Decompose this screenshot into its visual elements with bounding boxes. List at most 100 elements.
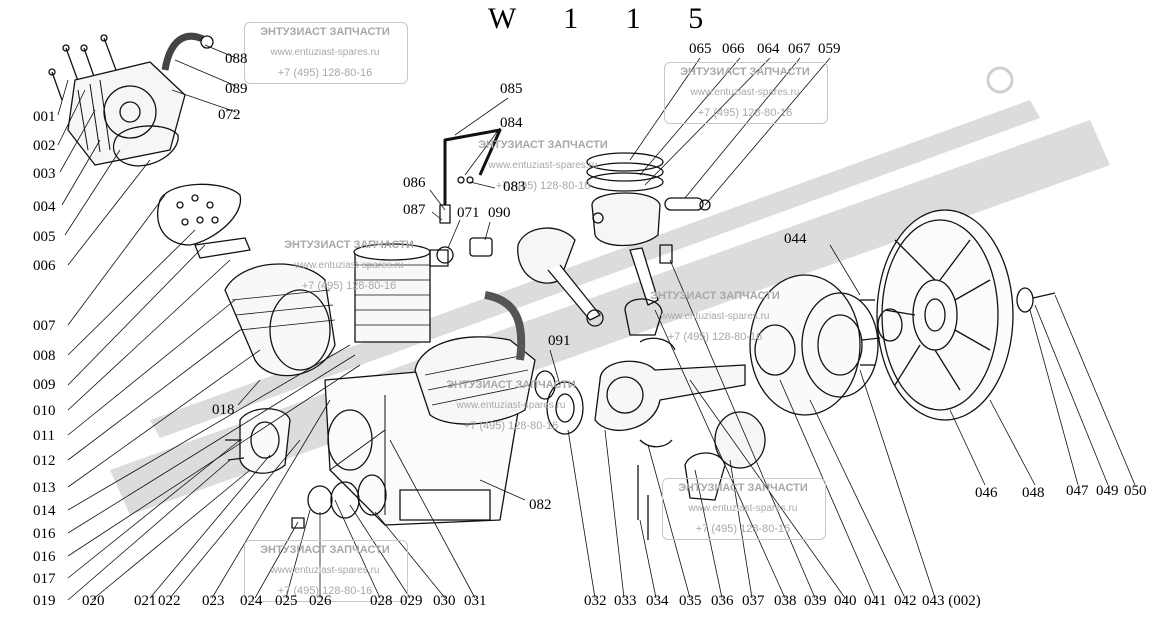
watermark-box-1 [244,22,408,84]
watermark-site: www.entuziast-spares.ru [688,503,798,514]
watermark-company: ЭНТУЗИАСТ ЗАПЧАСТИ [680,66,810,78]
sight-glass [291,465,649,540]
watermark-8: ЭНТУЗИАСТ ЗАПЧАСТИ www.entuziast-spares.… [244,544,406,597]
part-label: 044 [784,231,807,247]
watermark-site: www.entuziast-spares.ru [456,400,566,411]
part-label: 038 [774,593,797,609]
part-label: 089 [225,81,248,97]
left-cylinder [224,263,336,377]
watermark-company: ЭНТУЗИАСТ ЗАПЧАСТИ [260,544,390,556]
crankshaft [594,337,746,448]
watermark-phone: +7 (495) 128-80-16 [695,523,791,535]
cover-bolts [860,299,881,366]
part-label: 003 [33,166,56,182]
bypass-pipe [439,128,502,224]
part-label: 002 [33,138,56,154]
part-label: 019 [33,593,56,609]
part-label: 005 [33,229,56,245]
watermark-phone: +7 (495) 128-80-16 [301,280,397,292]
watermark-phone: +7 (495) 128-80-16 [667,331,763,343]
left-cylinder-head [67,61,186,166]
watermark-6: ЭНТУЗИАСТ ЗАПЧАСТИ www.entuziast-spares.… [430,379,592,432]
bearing-left [534,370,584,435]
part-label: 037 [742,593,765,609]
part-label: 012 [33,453,56,469]
right-cylinder [414,336,536,425]
part-label: 085 [500,81,523,97]
flywheel-washer-bolt [1016,287,1056,313]
watermark-7: ЭНТУЗИАСТ ЗАПЧАСТИ www.entuziast-spares.… [662,482,824,535]
part-label: 033 [614,593,637,609]
watermark-company: ЭНТУЗИАСТ ЗАПЧАСТИ [446,379,576,391]
part-label: 022 [158,593,181,609]
piston-lower [684,411,766,501]
watermark-site: www.entuziast-spares.ru [270,47,380,58]
part-label: 071 [457,205,480,221]
part-label: 025 [275,593,298,609]
part-label: 050 [1124,483,1147,499]
part-label: 048 [1022,485,1045,501]
side-flange [225,408,291,474]
part-label: 017 [33,571,56,587]
part-label: 067 [788,41,811,57]
part-label: 066 [722,41,745,57]
part-label: 041 [864,593,887,609]
watermark-4: ЭНТУЗИАСТ ЗАПЧАСТИ www.entuziast-spares.… [268,239,430,292]
part-label: 087 [403,202,426,218]
watermark-site: www.entuziast-spares.ru [270,565,380,576]
part-label: 024 [240,593,263,609]
transfer-hose [484,291,526,361]
part-label: 084 [500,115,523,131]
watermark-company: ЭНТУЗИАСТ ЗАПЧАСТИ [260,26,390,38]
part-label: 032 [584,593,607,609]
part-label: 031 [464,593,487,609]
part-label: 030 [433,593,456,609]
watermark-3: ЭНТУЗИАСТ ЗАПЧАСТИ www.entuziast-spares.… [462,139,624,192]
part-label: 013 [33,480,56,496]
flywheel [876,209,1014,421]
part-label: 059 [818,41,841,57]
part-label: 039 [804,593,827,609]
part-label: 036 [711,593,734,609]
part-label: 091 [548,333,571,349]
part-label: 018 [212,402,235,418]
part-label: 047 [1066,483,1089,499]
watermark-company: ЭНТУЗИАСТ ЗАПЧАСТИ [478,139,608,151]
part-label: 042 [894,593,917,609]
part-label: 043 (002) [922,593,981,609]
part-label: 001 [33,109,56,125]
part-label: 011 [33,428,55,444]
connecting-rod [624,244,673,336]
watermark-company: ЭНТУЗИАСТ ЗАПЧАСТИ [284,239,414,251]
valve-plate [113,125,251,259]
part-label: 064 [757,41,780,57]
watermark-company: ЭНТУЗИАСТ ЗАПЧАСТИ [650,290,780,302]
watermark-site: www.entuziast-spares.ru [690,87,800,98]
part-label: 086 [403,175,426,191]
piston-rings [586,152,711,247]
part-label: 014 [33,503,56,519]
watermark-box-2 [664,62,828,124]
diagram-title: W 1 1 5 [488,2,724,35]
part-label: 046 [975,485,998,501]
part-label: 034 [646,593,669,609]
part-label: 006 [33,258,56,274]
brand-watermark-circle-r [986,66,1014,94]
part-label: 004 [33,199,56,215]
center-cylinder [353,243,449,343]
watermark-phone: +7 (495) 128-80-16 [463,420,559,432]
part-label: 016 [33,526,56,542]
part-label: 010 [33,403,56,419]
part-label: 040 [834,593,857,609]
leader-lines [57,44,1136,601]
watermark-2: ЭНТУЗИАСТ ЗАПЧАСТИ www.entuziast-spares.… [664,66,826,119]
part-label: 009 [33,377,56,393]
fittings [436,176,493,264]
watermark-phone: +7 (495) 128-80-16 [277,67,373,79]
part-label: 049 [1096,483,1119,499]
bearing-cover [749,274,879,416]
watermark-phone: +7 (495) 128-80-16 [495,180,591,192]
part-label: 021 [134,593,157,609]
